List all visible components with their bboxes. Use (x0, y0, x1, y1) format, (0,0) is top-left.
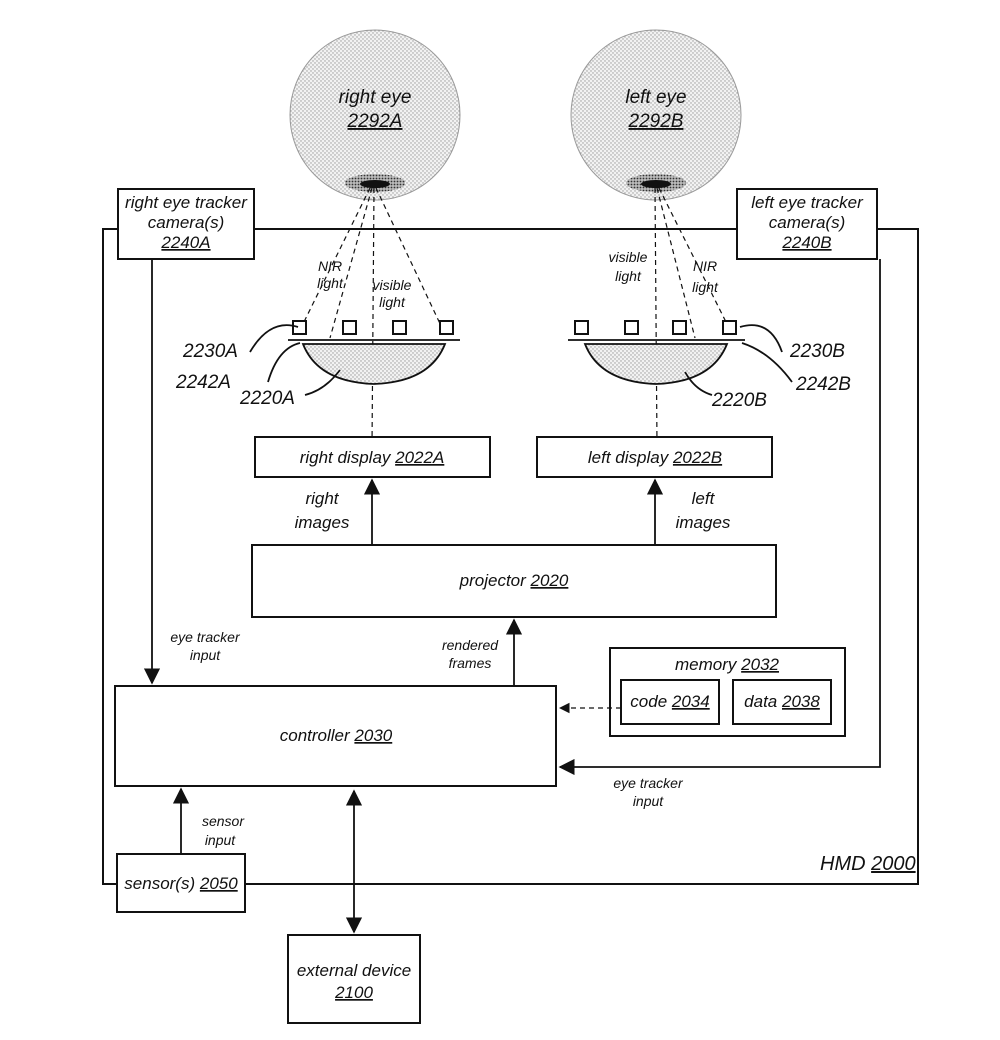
left-images-label-2: images (676, 513, 731, 532)
rendered-frames-label: rendered (442, 637, 499, 653)
data-box: data 2038 (744, 692, 820, 711)
svg-text:2230A: 2230A (182, 341, 238, 362)
svg-text:NIR: NIR (318, 258, 342, 274)
left-images-label: left (692, 489, 716, 508)
memory-box: memory 2032 code 2034 data 2038 (609, 647, 846, 737)
right-eye-light-rays (299, 187, 444, 446)
svg-text:2240B: 2240B (781, 233, 831, 252)
svg-text:controller 2030: controller 2030 (280, 726, 393, 745)
svg-text:camera(s): camera(s) (148, 213, 225, 232)
svg-text:external device: external device (297, 961, 411, 980)
eye-tracker-input-left-label: eye tracker (170, 629, 241, 645)
code-box: code 2034 (630, 692, 709, 711)
left-eye-tracker-box: left eye tracker camera(s) 2240B (736, 188, 878, 260)
svg-text:visible: visible (373, 277, 412, 293)
svg-text:right eye tracker: right eye tracker (125, 193, 248, 212)
left-display-box: left display 2022B (536, 436, 773, 478)
sensor-input-label-2: input (205, 832, 236, 848)
projector-box: projector 2020 (251, 544, 777, 618)
svg-text:right display 2022A: right display 2022A (300, 448, 445, 467)
svg-text:2100: 2100 (334, 983, 373, 1002)
left-lens-assembly (568, 320, 745, 385)
svg-text:left eye tracker: left eye tracker (751, 193, 864, 212)
svg-text:2220A: 2220A (239, 388, 295, 409)
right-eye-label: right eye (339, 87, 412, 108)
svg-text:light: light (379, 294, 406, 310)
external-device-box: external device 2100 (287, 934, 421, 1024)
svg-text:2242B: 2242B (795, 374, 851, 395)
svg-text:visible: visible (609, 249, 648, 265)
right-eye-tracker-box: right eye tracker camera(s) 2240A (117, 188, 255, 260)
svg-text:memory 2032: memory 2032 (675, 655, 780, 674)
hmd-label: HMD 2000 (820, 853, 916, 875)
right-images-label: right (305, 489, 339, 508)
light-labels: NIR light visible light visible light NI… (317, 249, 719, 310)
svg-text:2220B: 2220B (711, 390, 767, 411)
sensor-input-label: sensor (202, 813, 245, 829)
eye-tracker-input-right-label-2: input (633, 793, 664, 809)
left-eye-label: left eye (625, 87, 686, 108)
right-eye-ref: 2292A (347, 111, 403, 132)
left-eye-light-rays (654, 187, 731, 446)
svg-text:2230B: 2230B (789, 341, 845, 362)
svg-text:left display 2022B: left display 2022B (588, 448, 722, 467)
left-eye-ref: 2292B (628, 111, 684, 132)
svg-text:projector 2020: projector 2020 (459, 571, 569, 590)
hmd-frame (102, 228, 919, 885)
left-eye: left eye 2292B (570, 29, 742, 201)
right-eye: right eye 2292A (289, 29, 461, 201)
eye-tracker-input-right-label: eye tracker (613, 775, 684, 791)
arrow-left-tracker-input (558, 259, 881, 776)
controller-box: controller 2030 (114, 685, 557, 787)
rendered-frames-label-2: frames (449, 655, 492, 671)
right-display-box: right display 2022A (254, 436, 491, 478)
svg-text:NIR: NIR (693, 258, 717, 274)
svg-text:sensor(s) 2050: sensor(s) 2050 (124, 874, 238, 893)
right-lens-assembly (288, 320, 460, 385)
svg-text:light: light (692, 279, 719, 295)
svg-text:camera(s): camera(s) (769, 213, 846, 232)
svg-text:light: light (317, 275, 344, 291)
svg-text:2240A: 2240A (160, 233, 210, 252)
reference-labels: 2230A 2242A 2220A 2230B 2242B 2220B (175, 324, 851, 411)
svg-text:2242A: 2242A (175, 372, 231, 393)
eye-tracker-input-left-label-2: input (190, 647, 221, 663)
svg-text:light: light (615, 268, 642, 284)
sensors-box: sensor(s) 2050 (116, 853, 246, 913)
right-images-label-2: images (295, 513, 350, 532)
